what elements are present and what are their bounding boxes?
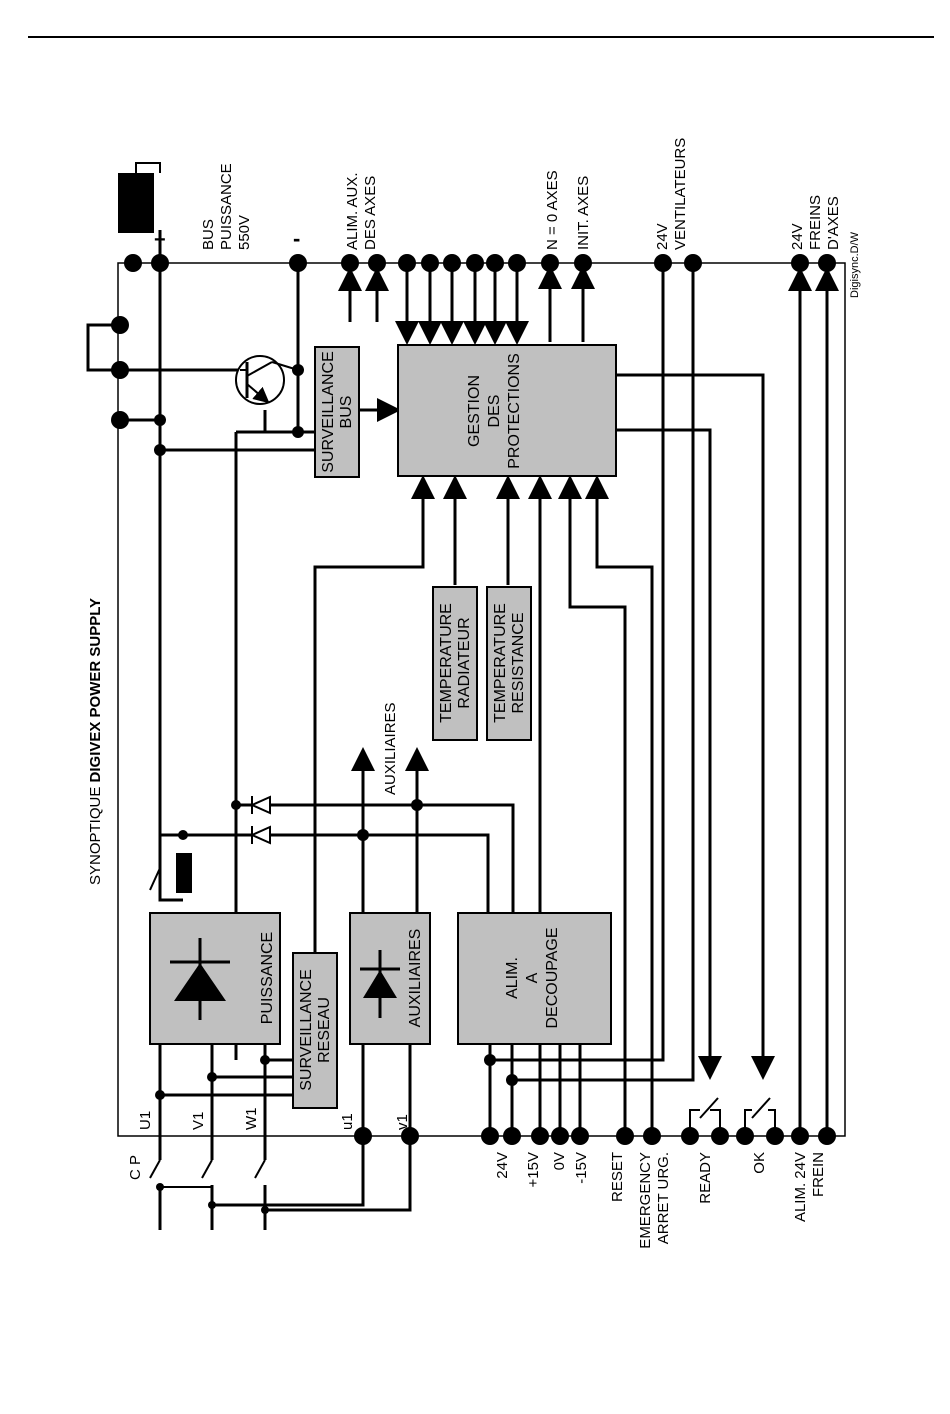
diagram-title: SYNOPTIQUE DIGIVEX POWER SUPPLY: [87, 598, 104, 885]
svg-text:24V: 24V: [654, 223, 671, 250]
puissance-block: [149, 912, 281, 1045]
svg-text:D'AXES: D'AXES: [825, 196, 842, 250]
svg-text:DES: DES: [486, 395, 503, 428]
puissance-label: PUISSANCE: [259, 932, 276, 1024]
alim-decoupage-block: [457, 912, 612, 1045]
svg-text:FREIN: FREIN: [810, 1152, 827, 1197]
init-axes-label: INIT. AXES: [575, 176, 592, 250]
ventilateurs-label: 24V VENTILATEURS: [654, 138, 689, 250]
svg-text:DES AXES: DES AXES: [362, 176, 379, 250]
reset-label: RESET: [609, 1152, 626, 1202]
surveillance-bus-label: SURVEILLANCE BUS: [320, 351, 355, 473]
svg-text:FREINS: FREINS: [807, 195, 824, 250]
svg-text:SURVEILLANCE: SURVEILLANCE: [298, 969, 315, 1091]
auxiliaires-block: [349, 912, 431, 1045]
out-p15v-label: +15V: [525, 1152, 542, 1187]
out-0v-label: 0V: [551, 1152, 568, 1170]
bus-puissance-label: BUS PUISSANCE 550V: [200, 163, 253, 250]
svg-text:GESTION: GESTION: [466, 375, 483, 447]
surveillance-reseau-block: [292, 952, 338, 1109]
svg-text:RESISTANCE: RESISTANCE: [510, 612, 527, 713]
puissance-diode-icon: [170, 938, 230, 1020]
alim-decoupage-label: ALIM. A DECOUPAGE: [504, 927, 561, 1028]
alim-frein-label: ALIM. 24V FREIN: [792, 1152, 827, 1222]
svg-text:BUS: BUS: [200, 219, 217, 250]
transistor-icon: [235, 355, 299, 405]
gestion-label: GESTION DES PROTECTIONS: [466, 353, 523, 469]
svg-text:ALIM. 24V: ALIM. 24V: [792, 1152, 809, 1222]
svg-text:EMERGENCY: EMERGENCY: [637, 1152, 654, 1249]
out-m15v-label: -15V: [573, 1152, 590, 1184]
svg-text:DECOUPAGE: DECOUPAGE: [544, 927, 561, 1028]
svg-text:550V: 550V: [236, 215, 253, 250]
plus-label: +: [154, 229, 166, 251]
n0-axes-label: N = 0 AXES: [544, 170, 561, 250]
surveillance-bus-block: [314, 346, 360, 478]
svg-text:ALIM. AUX.: ALIM. AUX.: [344, 172, 361, 250]
v1-label: V1: [190, 1112, 207, 1130]
minus-label: -: [293, 226, 300, 251]
svg-text:RESEAU: RESEAU: [316, 997, 333, 1063]
surveillance-reseau-label: SURVEILLANCE RESEAU: [298, 969, 333, 1091]
svg-text:24V: 24V: [789, 223, 806, 250]
svg-text:SURVEILLANCE: SURVEILLANCE: [320, 351, 337, 473]
terminals: [111, 254, 836, 1214]
auxiliaires-output-label: AUXILIAIRES: [382, 702, 399, 795]
ready-label: READY: [697, 1152, 714, 1204]
svg-text:ARRET URG.: ARRET URG.: [655, 1152, 672, 1244]
svg-text:ALIM.: ALIM.: [504, 957, 521, 999]
lower-v1-label: v1: [394, 1114, 411, 1130]
wiring: [86, 162, 839, 1230]
alim-aux-label: ALIM. AUX. DES AXES: [344, 172, 379, 250]
svg-text:PUISSANCE: PUISSANCE: [218, 163, 235, 250]
reference-label: Digisync.D/W: [849, 231, 861, 298]
out-24v-label: 24V: [494, 1152, 511, 1179]
u1-label: U1: [137, 1111, 154, 1130]
svg-text:BUS: BUS: [338, 396, 355, 429]
svg-text:VENTILATEURS: VENTILATEURS: [672, 138, 689, 250]
temperature-resistance-block: [486, 586, 532, 741]
resistor-icon: [176, 853, 192, 893]
diode-lower-icon: [249, 825, 271, 845]
emergency-label: EMERGENCY ARRET URG.: [637, 1152, 672, 1249]
ok-label: OK: [751, 1152, 768, 1174]
lower-u1-label: u1: [339, 1113, 356, 1130]
svg-text:TEMPERATURE: TEMPERATURE: [438, 603, 455, 723]
auxiliaires-label: AUXILIAIRES: [407, 929, 424, 1028]
temperature-radiateur-label: TEMPERATURE RADIATEUR: [438, 603, 473, 723]
temperature-radiateur-block: [432, 586, 478, 741]
battery-icon: [118, 173, 154, 233]
cp-label: C P: [127, 1155, 144, 1180]
w1-label: W1: [243, 1108, 260, 1131]
svg-text:TEMPERATURE: TEMPERATURE: [492, 603, 509, 723]
svg-text:PROTECTIONS: PROTECTIONS: [506, 353, 523, 469]
auxiliaires-diode-icon: [360, 950, 400, 1018]
svg-text:RADIATEUR: RADIATEUR: [456, 617, 473, 708]
temperature-resistance-label: TEMPERATURE RESISTANCE: [492, 603, 527, 723]
gestion-protections-block: [397, 344, 617, 477]
diode-upper-icon: [249, 795, 271, 815]
svg-text:A: A: [524, 972, 541, 983]
freins-axes-label: 24V FREINS D'AXES: [789, 195, 842, 250]
